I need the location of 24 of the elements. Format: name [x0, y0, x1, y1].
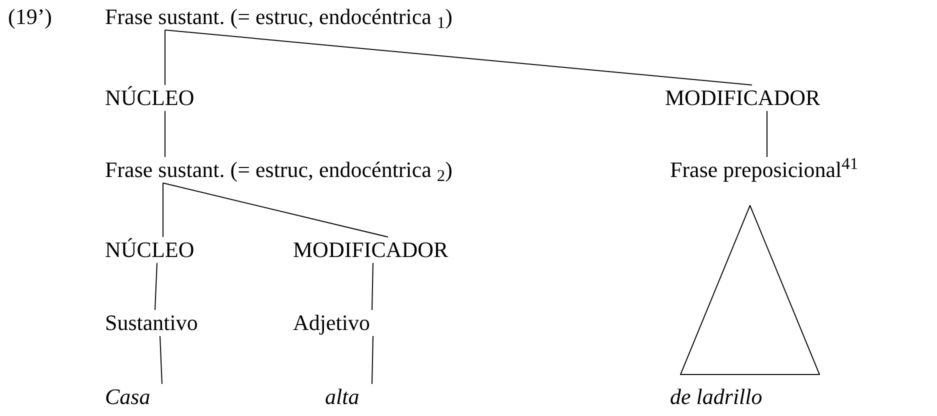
- tree-node-label: MODIFICADOR: [665, 85, 820, 111]
- example-number: (19’): [8, 4, 52, 30]
- tree-branch-line: [154, 262, 158, 310]
- tree-node-label: Adjetivo: [293, 310, 370, 336]
- tree-node-label: Sustantivo: [105, 310, 198, 336]
- tree-node-label: Frase preposicional$^{41}$: [670, 157, 858, 183]
- tree-node-label: alta: [325, 384, 360, 410]
- tree-branch-line: [372, 262, 374, 310]
- tree-branch-line: [766, 110, 768, 158]
- tree-branch-line: [162, 182, 164, 238]
- tree-node-label: Frase sustant. (= estruc, endocéntrica $_{1}$): [105, 4, 452, 30]
- tree-branch-line: [372, 336, 374, 384]
- tree-node-label: NÚCLEO: [105, 237, 194, 263]
- tree-node-label: Frase sustant. (= estruc, endocéntrica $_{2}$): [105, 157, 452, 183]
- tree-branch-line: [164, 30, 166, 86]
- tree-node-label: NÚCLEO: [105, 85, 194, 111]
- subtree-triangle: [680, 205, 820, 375]
- tree-node-label: de ladrillo: [670, 384, 762, 410]
- tree-branch-line: [160, 336, 162, 384]
- tree-node-label: MODIFICADOR: [293, 237, 448, 263]
- tree-branch-line: [162, 182, 388, 238]
- tree-branch-line: [164, 30, 752, 86]
- tree-node-label: Casa: [105, 384, 150, 410]
- tree-branch-line: [164, 110, 166, 158]
